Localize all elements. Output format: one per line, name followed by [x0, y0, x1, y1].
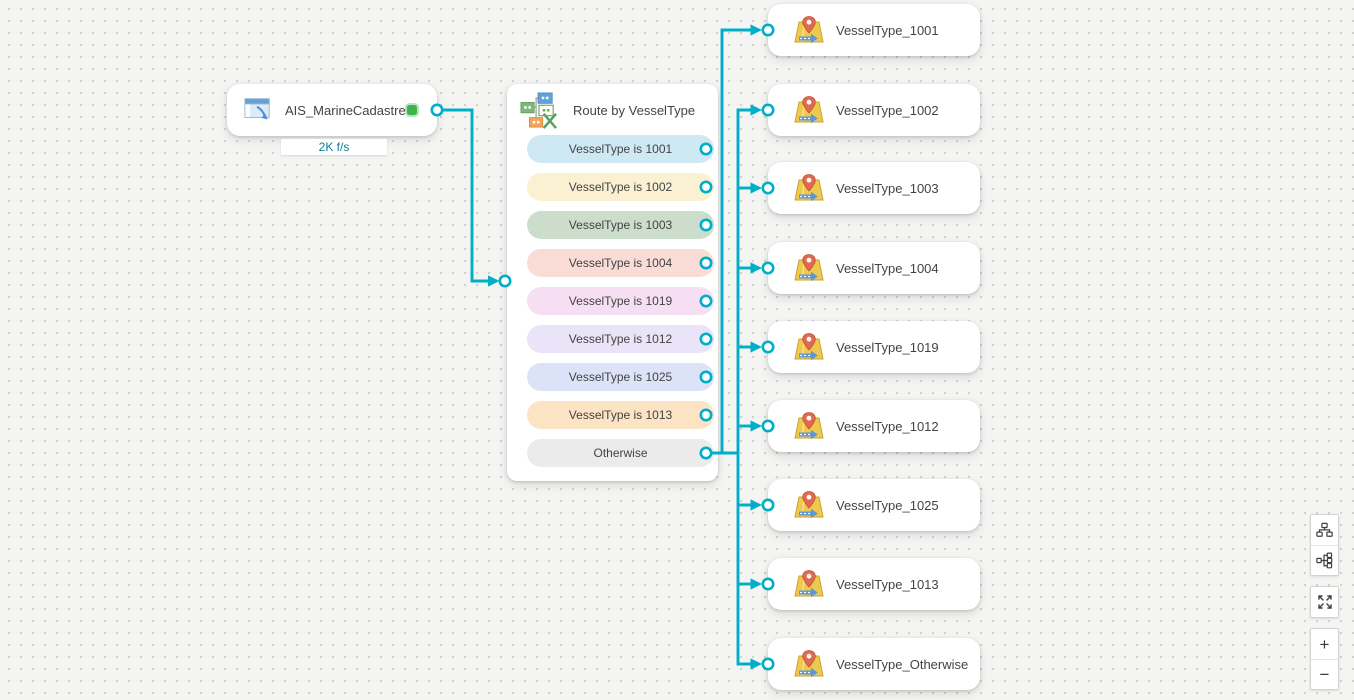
source-node-title: AIS_MarineCadastre [285, 102, 406, 118]
feature-layer-map-pin-icon [792, 409, 826, 443]
output-node-label: VesselType_1002 [836, 102, 939, 118]
layout-toolbar [1310, 514, 1339, 576]
route-row[interactable]: VesselType is 1001 [527, 135, 714, 163]
route-row-label: VesselType is 1025 [568, 370, 673, 384]
route-row-label: VesselType is 1019 [568, 294, 673, 308]
output-node[interactable]: VesselType_1025 [768, 479, 980, 531]
feed-window-icon [243, 96, 273, 124]
route-row[interactable]: Otherwise [527, 439, 714, 467]
output-node[interactable]: VesselType_1004 [768, 242, 980, 294]
connection-line [736, 453, 754, 666]
zoom-out-icon: − [1319, 665, 1330, 684]
output-node-label: VesselType_1025 [836, 497, 939, 513]
route-row[interactable]: VesselType is 1019 [527, 287, 714, 315]
arrowhead-icon [750, 262, 762, 274]
arrowhead-icon [488, 275, 500, 287]
connection-line [437, 108, 490, 283]
auto-layout-horizontal-icon [1315, 551, 1334, 570]
auto-layout-horizontal-button[interactable] [1311, 545, 1338, 575]
output-node-label: VesselType_1013 [836, 576, 939, 592]
arrowhead-icon [750, 24, 762, 36]
route-row[interactable]: VesselType is 1012 [527, 325, 714, 353]
feature-layer-map-pin-icon [792, 488, 826, 522]
throughput-badge: 2K f/s [281, 139, 387, 155]
route-row-label: Otherwise [593, 446, 648, 460]
route-row[interactable]: VesselType is 1003 [527, 211, 714, 239]
output-node[interactable]: VesselType_Otherwise [768, 638, 980, 690]
feature-layer-map-pin-icon [792, 13, 826, 47]
node-route-by-vesseltype[interactable]: Route by VesselType VesselType is 1001 V… [507, 84, 718, 481]
route-row[interactable]: VesselType is 1004 [527, 249, 714, 277]
auto-layout-vertical-button[interactable] [1311, 515, 1338, 545]
arrowhead-icon [750, 658, 762, 670]
arrowhead-icon [750, 341, 762, 353]
fit-to-view-icon [1316, 593, 1334, 611]
fit-toolbar [1310, 586, 1339, 618]
route-row-label: VesselType is 1001 [568, 142, 673, 156]
router-node-title: Route by VesselType [573, 102, 696, 118]
auto-layout-vertical-icon [1315, 521, 1334, 540]
router-header: Route by VesselType [507, 90, 718, 130]
feature-layer-map-pin-icon [792, 93, 826, 127]
route-list: VesselType is 1001 VesselType is 1002 Ve… [507, 135, 718, 467]
feature-layer-map-pin-icon [792, 251, 826, 285]
output-node[interactable]: VesselType_1013 [768, 558, 980, 610]
route-filter-icon [519, 91, 557, 129]
connection-line [720, 28, 754, 453]
arrowhead-icon [750, 182, 762, 194]
route-row-label: VesselType is 1013 [568, 408, 673, 422]
arrowhead-icon [750, 578, 762, 590]
zoom-out-button[interactable]: − [1311, 659, 1338, 689]
feature-layer-map-pin-icon [792, 647, 826, 681]
output-node[interactable]: VesselType_1003 [768, 162, 980, 214]
output-node-label: VesselType_1019 [836, 339, 939, 355]
fit-to-view-button[interactable] [1311, 587, 1338, 617]
feature-layer-map-pin-icon [792, 330, 826, 364]
zoom-toolbar: + − [1310, 628, 1339, 690]
output-node-label: VesselType_1004 [836, 260, 939, 276]
route-row[interactable]: VesselType is 1013 [527, 401, 714, 429]
feature-layer-map-pin-icon [792, 171, 826, 205]
arrowhead-icon [750, 420, 762, 432]
route-row-label: VesselType is 1012 [568, 332, 673, 346]
arrowhead-icon [750, 104, 762, 116]
connection-line [736, 108, 754, 453]
route-row-label: VesselType is 1004 [568, 256, 673, 270]
route-row[interactable]: VesselType is 1025 [527, 363, 714, 391]
route-row[interactable]: VesselType is 1002 [527, 173, 714, 201]
output-node-label: VesselType_1012 [836, 418, 939, 434]
zoom-in-button[interactable]: + [1311, 629, 1338, 659]
output-node[interactable]: VesselType_1001 [768, 4, 980, 56]
zoom-in-icon: + [1319, 634, 1330, 654]
route-row-label: VesselType is 1003 [568, 218, 673, 232]
status-indicator [407, 105, 417, 115]
output-node[interactable]: VesselType_1012 [768, 400, 980, 452]
output-node-label: VesselType_1001 [836, 22, 939, 38]
feature-layer-map-pin-icon [792, 567, 826, 601]
route-row-label: VesselType is 1002 [568, 180, 673, 194]
output-node-label: VesselType_1003 [836, 180, 939, 196]
arrowhead-icon [750, 499, 762, 511]
node-source-feed[interactable]: AIS_MarineCadastre [227, 84, 437, 136]
throughput-value: 2K f/s [318, 140, 350, 154]
output-node[interactable]: VesselType_1019 [768, 321, 980, 373]
output-node[interactable]: VesselType_1002 [768, 84, 980, 136]
output-node-label: VesselType_Otherwise [836, 656, 969, 672]
